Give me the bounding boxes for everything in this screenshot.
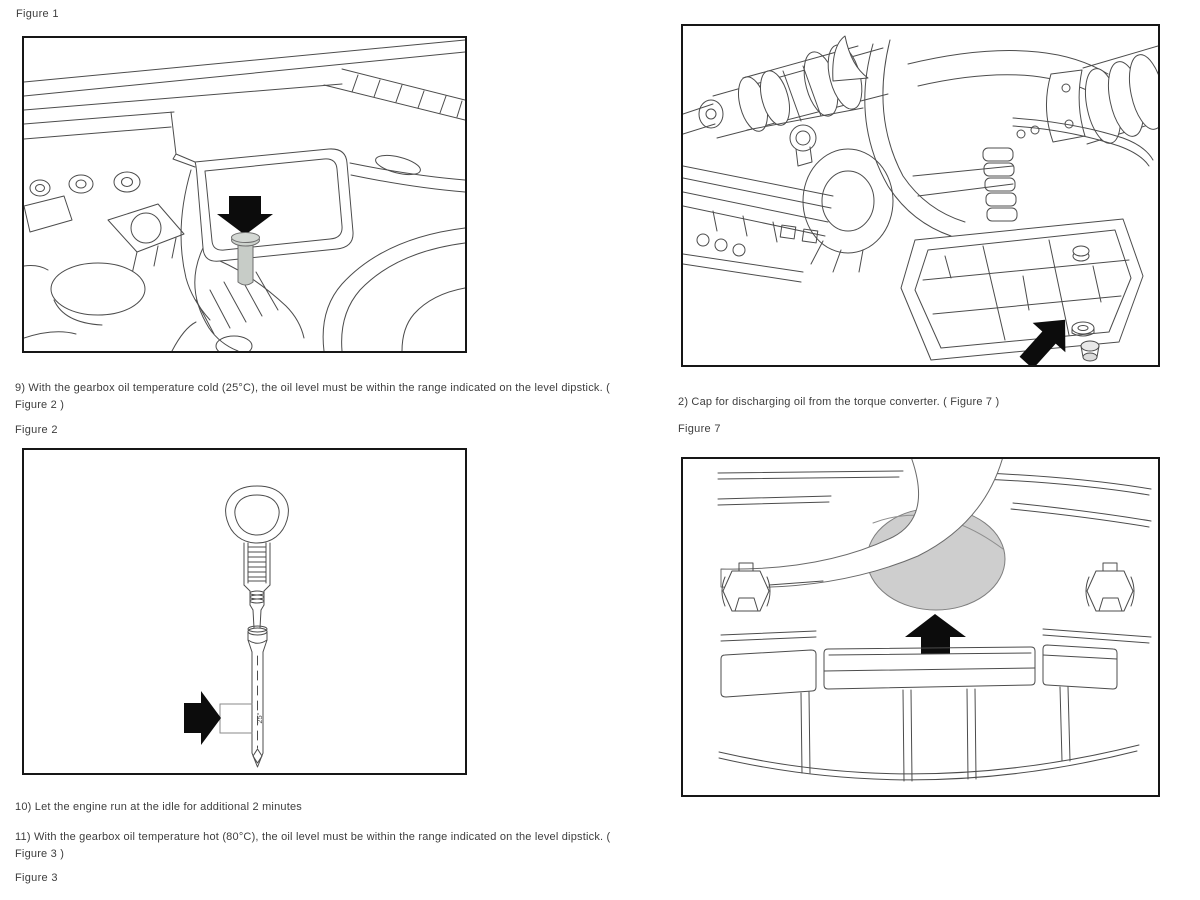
transmission-illustration [683,35,1158,365]
dipstick-cap [231,232,260,286]
dipstick [225,485,289,768]
northeast-arrow-icon [1019,319,1066,365]
figure-2-frame: 25° [22,448,467,775]
figure-2-caption: Figure 2 [15,424,58,436]
level-range-bracket [219,703,253,734]
oil-pan [900,218,1144,361]
hex-bolt-left [721,562,771,612]
figure-3-caption: Figure 3 [15,872,58,884]
down-arrow-icon [217,196,273,235]
figure-2-illustration: 25° [184,485,289,768]
transmission-figure-frame [681,24,1160,367]
hex-bolt-right [1085,562,1135,612]
step-10-text: 10) Let the engine run at the idle for a… [15,801,302,813]
drain-plug [1071,321,1100,362]
temperature-marking: 25° [255,712,264,723]
figure-1-caption: Figure 1 [16,8,59,20]
figure-7-caption: Figure 7 [678,423,721,435]
figure-7-frame [681,457,1160,797]
right-arrow-icon [184,691,221,745]
figure-7-illustration [717,459,1152,782]
step-9-text: 9) With the gearbox oil temperature cold… [15,382,610,411]
figure-1-illustration [24,39,465,351]
figure-1-frame [22,36,467,353]
step-11-text: 11) With the gearbox oil temperature hot… [15,831,611,860]
step-2-text: 2) Cap for discharging oil from the torq… [678,396,1000,408]
up-arrow-icon [905,614,966,654]
